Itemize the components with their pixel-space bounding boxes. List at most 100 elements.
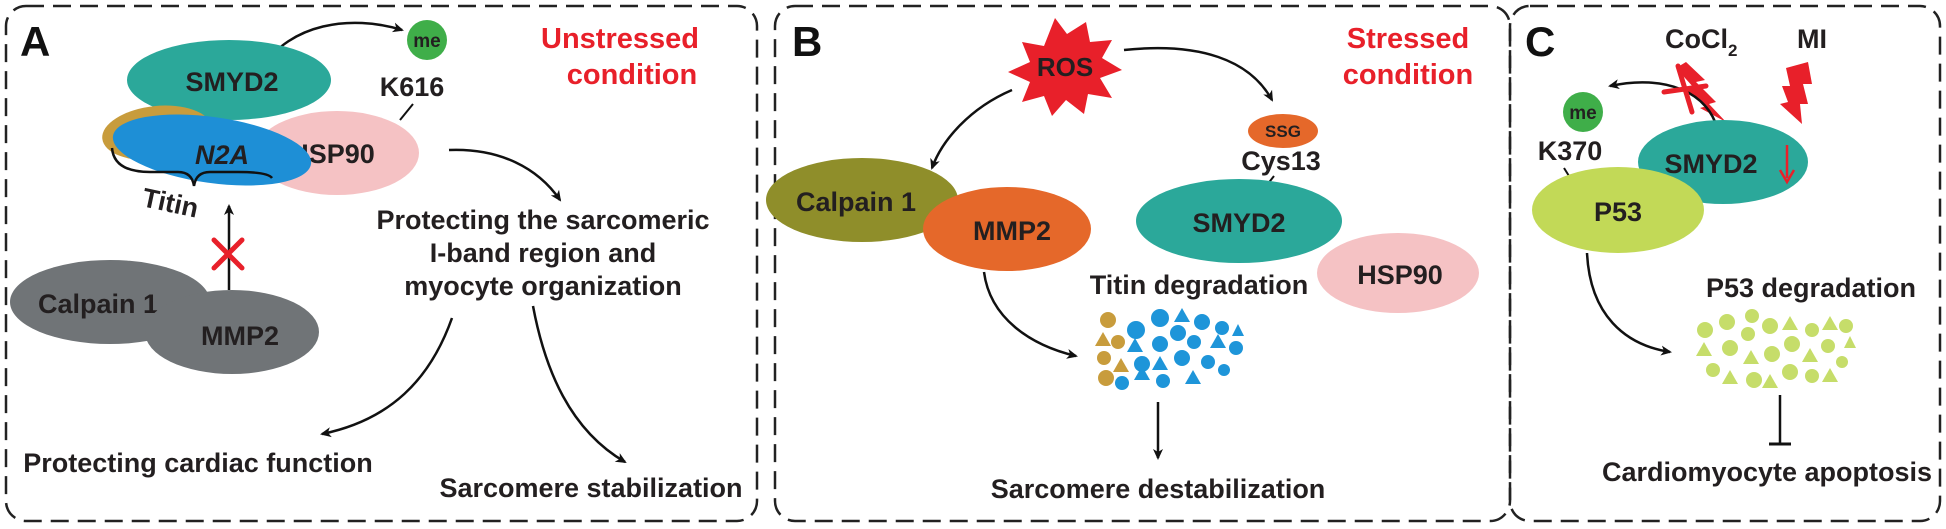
panel-b: B Stressed condition ROS SSG Cys13 Calpa… <box>766 18 1479 504</box>
fragment <box>1152 356 1168 370</box>
k370-label: K370 <box>1538 136 1603 166</box>
panel-b-letter: B <box>792 18 822 65</box>
fragment <box>1232 324 1244 336</box>
cys13-label: Cys13 <box>1241 146 1321 176</box>
fragment <box>1215 321 1229 335</box>
fragment <box>1100 312 1116 328</box>
to-cardiac-arrow <box>320 317 454 438</box>
cocl2-subscript: 2 <box>1728 41 1737 60</box>
fragment <box>1115 376 1129 390</box>
fragment <box>1745 309 1759 323</box>
panel-c-frame <box>1508 4 1942 523</box>
fragment <box>1174 308 1190 322</box>
fragment <box>1134 366 1150 380</box>
fragment <box>1805 323 1819 337</box>
ros-to-ssg-arrow <box>1123 46 1274 102</box>
n2a-label: N2A <box>195 140 249 170</box>
fragment <box>1802 348 1818 362</box>
calpain1-oval-b <box>766 158 958 242</box>
fragment <box>1822 316 1838 330</box>
ros-label: ROS <box>1037 52 1093 82</box>
block-x-icon-c <box>1661 63 1709 115</box>
cocl2-main: CoCl <box>1665 24 1728 54</box>
fragment <box>1210 334 1226 348</box>
me-label-c: me <box>1569 103 1596 124</box>
methyl-group-icon-c <box>1563 92 1603 132</box>
fragment <box>1722 370 1738 384</box>
panel-b-frame <box>773 4 1512 523</box>
cocl2-label: CoCl2 <box>1665 24 1737 60</box>
mmp2-label-b: MMP2 <box>973 216 1051 246</box>
protect-line2: I-band region and <box>430 238 657 268</box>
fragment <box>1722 340 1738 356</box>
fragment <box>1782 316 1798 330</box>
fragment <box>1805 369 1819 383</box>
fragment <box>1697 322 1713 338</box>
ros-burst-icon <box>1008 18 1122 116</box>
fragment <box>1095 332 1111 346</box>
fragment <box>1706 363 1720 377</box>
fragment <box>1696 342 1712 356</box>
hsp90-to-protection-arrow <box>448 148 562 202</box>
fragment <box>1821 339 1835 353</box>
mmp2-oval-b <box>923 187 1091 271</box>
hsp90-label-b: HSP90 <box>1357 260 1443 290</box>
fragment <box>1784 336 1800 352</box>
block-x-icon <box>211 237 245 271</box>
panel-c-letter: C <box>1525 18 1555 65</box>
fragment <box>1839 319 1853 333</box>
fragment <box>1762 374 1778 388</box>
fragment <box>1152 336 1168 352</box>
hsp90-oval-b <box>1317 233 1479 313</box>
unstressed-label: Unstressed <box>541 23 699 55</box>
fragment <box>1113 358 1129 372</box>
k616-label: K616 <box>380 72 445 102</box>
titin-fragments <box>1095 308 1244 390</box>
panel-a: A Unstressed condition SMYD2 me K616 HSP… <box>10 18 743 503</box>
smyd2-label: SMYD2 <box>185 67 278 97</box>
fragment <box>1097 351 1111 365</box>
fragment <box>1741 327 1755 341</box>
protect-line1: Protecting the sarcomeric <box>376 205 709 235</box>
fragment <box>1151 309 1169 327</box>
titin-label: Titin <box>140 182 202 223</box>
smyd2-decrease-arrowhead <box>1778 169 1796 185</box>
mi-lightning-icon <box>1780 62 1812 124</box>
panel-a-letter: A <box>20 18 50 65</box>
ros-to-proteases-arrow <box>930 88 1013 170</box>
mi-label: MI <box>1797 24 1827 54</box>
fragment <box>1218 364 1230 376</box>
to-stabilization-arrow <box>531 305 627 464</box>
p53-oval <box>1532 167 1704 253</box>
fragment <box>1743 350 1759 364</box>
fragment <box>1201 355 1215 369</box>
apoptosis-label: Cardiomyocyte apoptosis <box>1602 457 1932 487</box>
p53-degradation-label: P53 degradation <box>1706 273 1916 303</box>
fragment <box>1098 370 1114 386</box>
fragment <box>1127 338 1143 352</box>
fragment <box>1111 335 1125 349</box>
cocl2-lightning-icon <box>1676 62 1726 122</box>
fragment <box>1187 335 1201 349</box>
ssg-oval <box>1248 114 1318 148</box>
fragment <box>1746 372 1762 388</box>
calpain1-label: Calpain 1 <box>38 289 158 319</box>
destabilization-label: Sarcomere destabilization <box>991 474 1326 504</box>
calpain1-label-b: Calpain 1 <box>796 187 916 217</box>
smyd2-oval-b <box>1136 179 1342 263</box>
p53-fragments <box>1696 309 1856 388</box>
stabilization-label: Sarcomere stabilization <box>439 473 742 503</box>
stressed-label: Stressed <box>1347 23 1470 55</box>
p53-label: P53 <box>1594 197 1642 227</box>
smyd2-label-c: SMYD2 <box>1664 149 1757 179</box>
p53-to-fragments-arrow <box>1585 252 1672 356</box>
fragment <box>1170 325 1186 341</box>
ssg-label: SSG <box>1265 122 1301 141</box>
fragment <box>1134 356 1150 372</box>
k616-link <box>399 103 414 121</box>
fragment <box>1764 346 1780 362</box>
panel-a-frame <box>4 4 759 523</box>
fragment <box>1229 341 1243 355</box>
fragment <box>1194 314 1210 330</box>
